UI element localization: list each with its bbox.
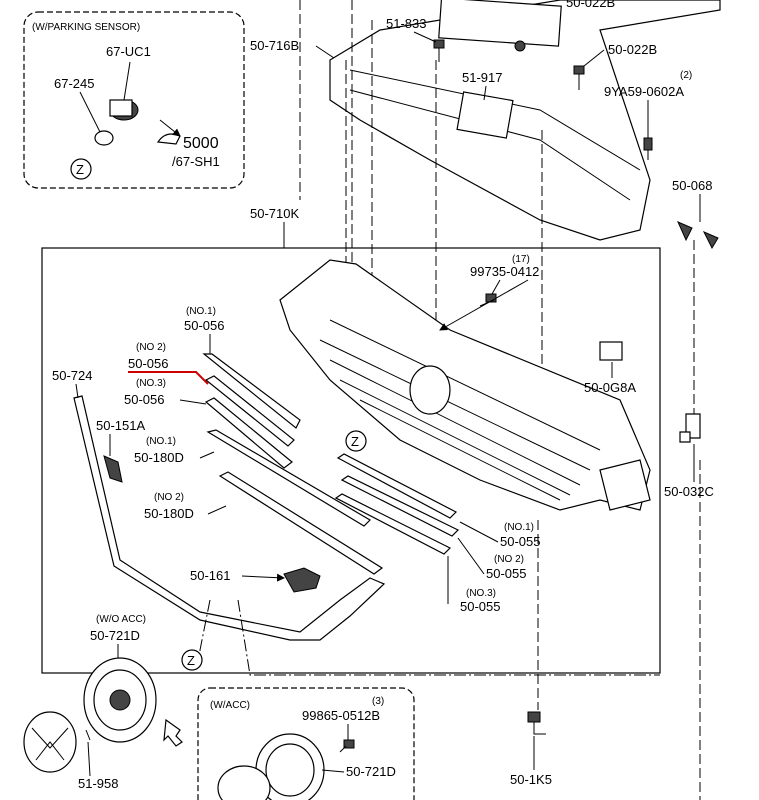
label-50-032c: 50-032C <box>664 484 714 499</box>
leader-50-056-no3 <box>179 399 207 405</box>
label-50-022b: 50-022B <box>608 42 657 57</box>
arrow-5000 <box>159 119 181 137</box>
leader-50-022b <box>583 49 605 67</box>
z-callout-emblem: Z <box>181 649 203 671</box>
emblem-acc-part <box>217 733 325 800</box>
no3-molding-a: (NO.3) <box>136 378 166 389</box>
label-50-721d-acc: 50-721D <box>346 764 396 779</box>
label-99735-0412: 99735-0412 <box>470 264 539 279</box>
label-50-056-no3: 50-056 <box>124 392 164 407</box>
label-50-068: 50-068 <box>672 178 712 193</box>
leader-51-917 <box>483 85 487 101</box>
molding-50-055-parts <box>334 453 460 555</box>
label-50-055-no3: 50-055 <box>460 599 500 614</box>
leader-51-833 <box>413 31 437 43</box>
w-acc-inset-box <box>197 687 415 800</box>
leader-51-958 <box>87 741 91 777</box>
label-50-151a: 50-151A <box>96 418 145 433</box>
label-67-sh1: /67-SH1 <box>172 154 220 169</box>
label-5000: 5000 <box>183 135 219 152</box>
parking-sensor-icon <box>94 99 181 146</box>
leader-50-716b <box>315 45 335 59</box>
parking-sensor-title: (W/PARKING SENSOR) <box>32 22 140 33</box>
no2-molding-c: (NO 2) <box>494 554 524 565</box>
molding-50-056-parts <box>202 353 301 469</box>
clip-50-1k5-icon <box>527 711 546 735</box>
label-50-716b: 50-716B <box>250 38 299 53</box>
label-50-180d-no2: 50-180D <box>144 506 194 521</box>
no2-molding-a: (NO 2) <box>136 342 166 353</box>
no3-molding-c: (NO.3) <box>466 588 496 599</box>
leader-50-055-no1 <box>459 521 499 543</box>
label-9ya59-0602a: 9YA59-0602A <box>604 84 684 99</box>
qty-99865: (3) <box>372 696 384 707</box>
label-51-833: 51-833 <box>386 16 426 31</box>
label-50-724: 50-724 <box>52 368 92 383</box>
parking-sensor-inset-box <box>23 11 245 189</box>
arrow-99735 <box>439 279 529 331</box>
qty-99735: (17) <box>512 254 530 265</box>
molding-50-180d-parts <box>206 429 384 575</box>
no1-molding-a: (NO.1) <box>186 306 216 317</box>
no1-molding-b: (NO.1) <box>146 436 176 447</box>
leader-67-245 <box>79 91 101 133</box>
label-67-245: 67-245 <box>54 76 94 91</box>
label-51-917: 51-917 <box>462 70 502 85</box>
leader-50-161 <box>241 573 285 582</box>
label-50-721d-left: 50-721D <box>90 628 140 643</box>
label-51-958: 51-958 <box>78 776 118 791</box>
no2-molding-b: (NO 2) <box>154 492 184 503</box>
pin-icon <box>85 729 91 741</box>
label-w-acc: (W/ACC) <box>210 700 250 711</box>
z-callout-inset: Z <box>70 158 92 180</box>
bolt-50-022b-icon <box>573 65 585 90</box>
bolt-arrow-icon <box>163 718 183 747</box>
strip-50-724-part <box>73 395 386 641</box>
label-50-055-no2: 50-055 <box>486 566 526 581</box>
z-callout-grille: Z <box>345 430 367 452</box>
leader-50-724 <box>75 383 79 399</box>
part-50-0g8a-icon <box>599 341 623 361</box>
label-50-0g8a: 50-0G8A <box>584 380 636 395</box>
leader-99735 <box>491 279 501 295</box>
label-50-710k: 50-710K <box>250 206 299 221</box>
guide-line <box>237 599 660 676</box>
clip-9ya59-icon <box>643 137 653 160</box>
bracket-50-032c-icon <box>679 413 701 443</box>
label-50-056-no2: 50-056 <box>128 356 168 371</box>
label-50-022b-top: 50-022B <box>566 0 615 10</box>
leader-50-180d-no1 <box>199 451 215 459</box>
clip-50-068-icon <box>677 221 719 250</box>
svg-text:Z: Z <box>76 162 84 177</box>
label-50-055-no1: 50-055 <box>500 534 540 549</box>
upper-member-part <box>329 0 721 241</box>
highlight-leader-red <box>128 371 209 385</box>
leader-50-180d-no2 <box>207 505 227 515</box>
emblem-base-part <box>83 657 157 743</box>
svg-text:Z: Z <box>187 653 195 668</box>
clip-50-161-icon <box>283 567 321 593</box>
label-50-056-no1: 50-056 <box>184 318 224 333</box>
leader-67-uc1 <box>123 61 131 101</box>
label-w-o-acc: (W/O ACC) <box>96 614 146 625</box>
bolt-99865-icon <box>339 739 355 753</box>
clip-50-151a-icon <box>103 455 123 483</box>
svg-text:Z: Z <box>351 434 359 449</box>
clip-51-833-icon <box>433 39 445 62</box>
label-50-180d-no1: 50-180D <box>134 450 184 465</box>
grille-body-part <box>279 259 651 511</box>
qty-9ya59: (2) <box>680 70 692 81</box>
label-67-uc1: 67-UC1 <box>106 44 151 59</box>
label-50-1k5: 50-1K5 <box>510 772 552 787</box>
leader-50-055-no2 <box>457 537 485 575</box>
label-50-161: 50-161 <box>190 568 230 583</box>
label-99865-0512b: 99865-0512B <box>302 708 380 723</box>
no1-molding-c: (NO.1) <box>504 522 534 533</box>
grille-assembly-box <box>41 247 661 674</box>
emblem-51-958-part <box>23 711 77 773</box>
leader-50-721d-acc <box>321 769 345 773</box>
guide-line <box>199 599 211 660</box>
